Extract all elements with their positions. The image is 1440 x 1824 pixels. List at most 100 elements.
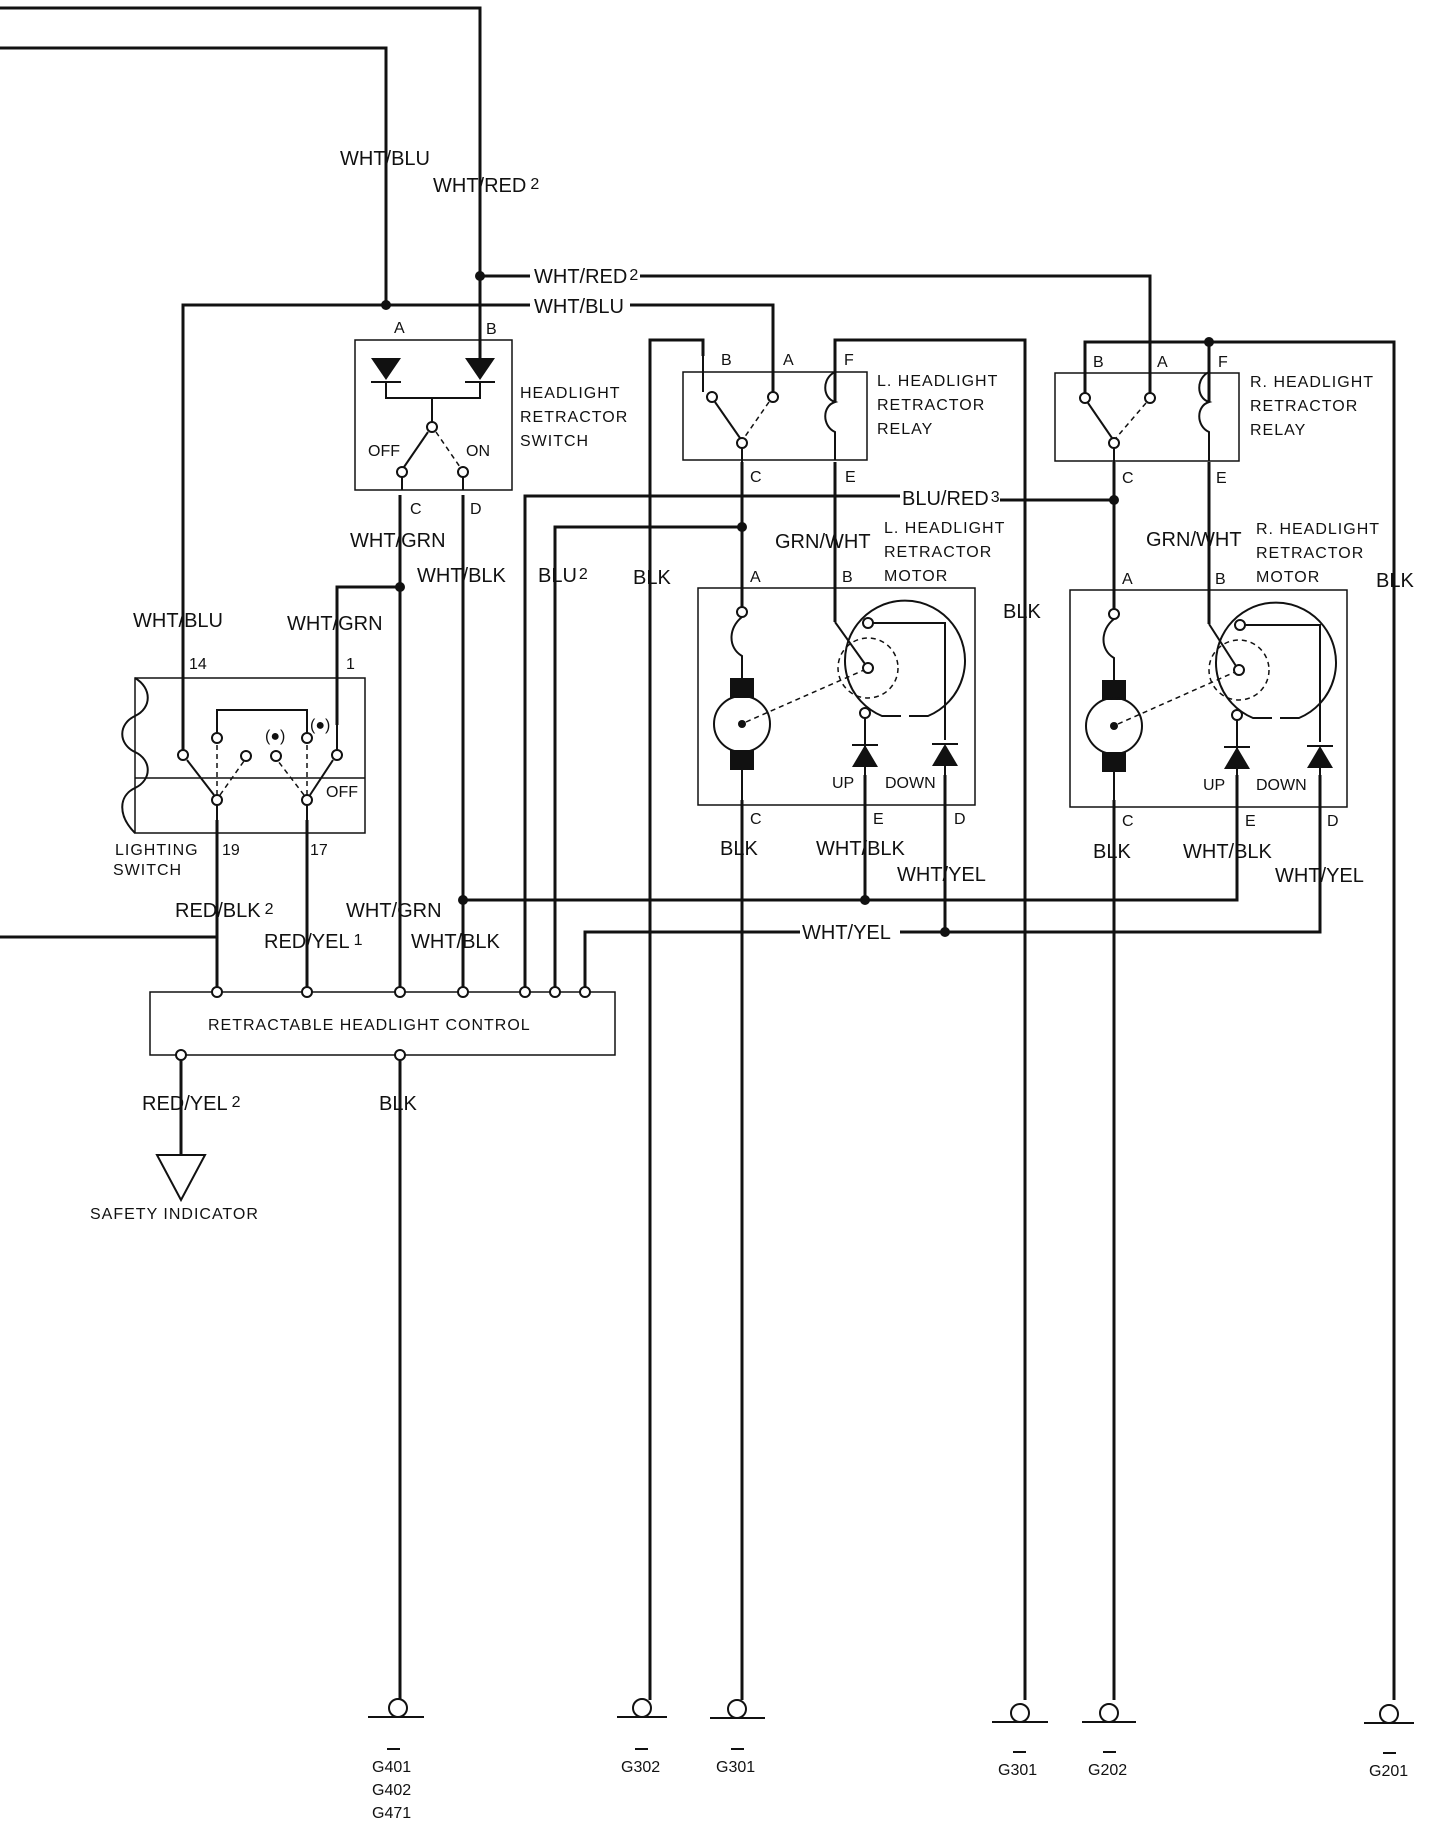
pin-label: D [954, 811, 966, 828]
wire-blu-red-a [523, 494, 900, 990]
wire-blk-g301 [833, 338, 1027, 1700]
r-motor-name-1: R. HEADLIGHT [1256, 521, 1380, 538]
control-terminal [301, 986, 313, 998]
r-motor-down-path [1245, 624, 1321, 742]
l-motor-down-contact [862, 617, 874, 629]
control-box [149, 991, 616, 1056]
junction-dot [1109, 495, 1119, 505]
r-motor-brush-bottom [1102, 752, 1126, 772]
wire-label: GRN/WHT [1146, 529, 1242, 551]
ls-common-19 [211, 794, 223, 806]
wire-blk-g302 [648, 338, 705, 1700]
wire-wht-red-bus-b [640, 274, 1152, 400]
pin-label: B [1215, 571, 1226, 588]
pin-label: F [1218, 354, 1228, 371]
ls-contact [211, 732, 223, 744]
junction-dot [940, 927, 950, 937]
ground-label: G401 [372, 1759, 411, 1776]
up-diode-icon [1224, 747, 1250, 769]
l-motor-cam-wiper [834, 621, 866, 665]
safety-indicator-icon [155, 1154, 207, 1203]
switch-box [354, 339, 513, 491]
r-relay-blade [1087, 402, 1113, 439]
r-headlight-retractor-motor: A B C E D UP DOWN R. HEADLIGHT RETRACTOR… [1069, 521, 1380, 830]
pin-label: B [486, 321, 497, 338]
r-motor-a-terminal [1108, 608, 1120, 620]
wire-wht-blu-bus-b [630, 303, 775, 400]
headlight-retractor-switch: A B OFF ON C D HEADLIGHT RETRACTOR SWITC… [354, 320, 627, 518]
safety-indicator: SAFETY INDICATOR [90, 1154, 259, 1223]
r-headlight-retractor-relay: B A F C E R. HEADLIGHT RETRACTOR RELAY [1054, 354, 1373, 487]
pin-label: B [1093, 354, 1104, 371]
wire-label: WHT/BLK [417, 565, 507, 587]
control-terminal [457, 986, 469, 998]
ground-icon [1379, 1704, 1399, 1724]
wire-label: GRN/WHT [775, 531, 871, 553]
pin-label: A [394, 320, 405, 337]
r-relay-common-terminal [1108, 437, 1120, 449]
wire-label: WHT/YEL [1275, 865, 1364, 887]
pin-label: F [844, 352, 854, 369]
diode-b-icon [465, 358, 495, 380]
up-diode-icon [852, 745, 878, 767]
r-motor-cam-center [1233, 664, 1245, 676]
switch-name-3: SWITCH [520, 433, 589, 450]
l-motor-name-2: RETRACTOR [884, 544, 992, 561]
ls-blade-17 [309, 759, 334, 796]
ls-name-1: LIGHTING [115, 842, 199, 859]
l-motor-link [745, 669, 865, 723]
wire-wht-yel-bus-a [900, 775, 1322, 934]
wire-label: WHT/BLU [133, 610, 223, 632]
r-motor-cam-wiper [1208, 623, 1237, 667]
r-relay-coil-icon [1198, 371, 1213, 461]
wire-label: BLK [720, 838, 758, 860]
pin-label: E [1245, 813, 1256, 830]
r-relay-name-2: RETRACTOR [1250, 398, 1358, 415]
l-relay-name-1: L. HEADLIGHT [877, 373, 998, 390]
wire-label: BLK [1003, 601, 1041, 623]
up-label: UP [832, 775, 854, 792]
wire-label: WHT/GRN [287, 613, 383, 635]
l-headlight-retractor-motor: A B C E D UP DOWN L. HEADLIGHT RETRACTOR… [697, 520, 1005, 828]
ground-g301-a: G301 [710, 1699, 765, 1776]
ground-ctrl: G401 G402 G471 [368, 1698, 424, 1822]
l-relay-blade [714, 401, 741, 439]
wire-blk-g201 [1083, 340, 1396, 1700]
l-motor-brush-top [730, 678, 754, 698]
switch-on-terminal [457, 466, 469, 478]
l-motor-name-1: L. HEADLIGHT [884, 520, 1005, 537]
ground-icon [1010, 1703, 1030, 1723]
wire-label: WHT/BLK [411, 931, 501, 953]
pin-label: C [750, 811, 762, 828]
ls-contact [301, 732, 313, 744]
retractable-headlight-control: RETRACTABLE HEADLIGHT CONTROL [149, 986, 616, 1061]
r-motor-brush-top [1102, 680, 1126, 700]
r-motor-cam-icon [1215, 601, 1337, 719]
l-motor-brush-bottom [730, 750, 754, 770]
pin-label: E [845, 469, 856, 486]
switch-common-terminal [426, 421, 438, 433]
down-diode-icon [932, 744, 958, 766]
l-relay-box [682, 371, 868, 461]
l-motor-a-terminal [736, 606, 748, 618]
l-relay-name-2: RETRACTOR [877, 397, 985, 414]
wire-label: WHT/BLU [340, 148, 430, 170]
r-motor-up-contact [1231, 709, 1243, 721]
l-relay-name-3: RELAY [877, 421, 933, 438]
ls-contact [177, 749, 189, 761]
wire-wht-blu-feed [0, 46, 388, 305]
junction-dot [475, 271, 485, 281]
pin-label: 17 [310, 842, 328, 859]
pin-label: C [1122, 813, 1134, 830]
wire-wht-blu-bus-a [181, 303, 530, 757]
l-motor-name-3: MOTOR [884, 568, 948, 585]
wire-label: WHT/BLK [1183, 841, 1273, 863]
safety-indicator-label: SAFETY INDICATOR [90, 1206, 259, 1223]
wire-wht-yel-bus-b [583, 930, 800, 990]
junction-dot [1204, 337, 1214, 347]
pin-label: A [1157, 354, 1168, 371]
up-label: UP [1203, 777, 1225, 794]
ls-contact [270, 750, 282, 762]
ls-name-2: SWITCH [113, 862, 182, 879]
